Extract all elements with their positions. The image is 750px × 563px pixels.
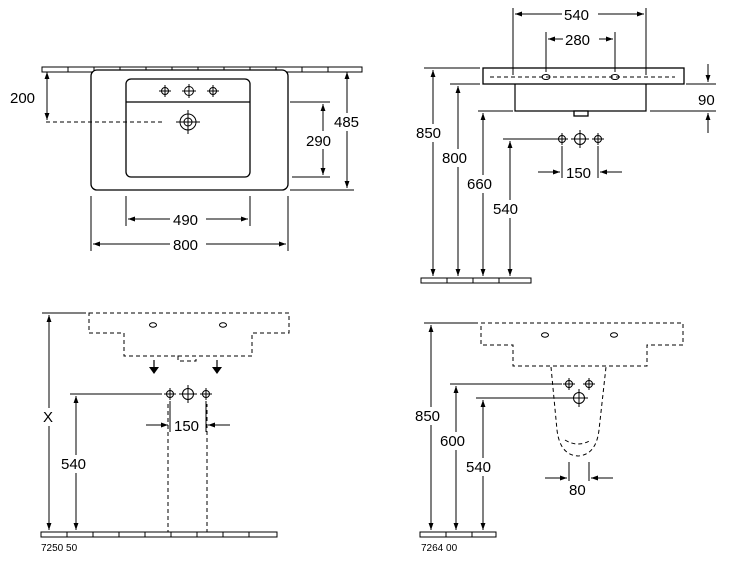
dim-540-top-label: 540 [564, 7, 589, 24]
connection-icons-bottom-left [164, 385, 212, 403]
dim-660-label: 660 [467, 176, 492, 193]
tap-hole-icons-side [541, 74, 620, 80]
dim-850-label: 850 [416, 125, 441, 142]
down-arrow-icons [149, 360, 222, 374]
installation-view-7264: 850 600 540 80 7264 00 [414, 322, 684, 554]
basin-dashed-outline-br [480, 322, 684, 367]
dim-490-label: 490 [173, 212, 198, 229]
dim-290-label: 290 [306, 133, 331, 150]
dim-90-label: 90 [698, 92, 715, 109]
elevation-view: 540 280 90 850 800 660 [415, 5, 716, 284]
dim-850-br-label: 850 [415, 408, 440, 425]
plan-view: 200 290 485 490 800 [10, 66, 365, 254]
bowl-side-outline [514, 84, 647, 112]
dim-150-label: 150 [566, 165, 591, 182]
article-code-7250: 7250 50 [41, 543, 78, 554]
dim-800-label: 800 [173, 237, 198, 254]
dim-x-label: X [43, 409, 53, 426]
dim-540-label: 540 [493, 201, 518, 218]
floor-hatch-bottom-right [419, 531, 497, 538]
floor-hatch-top-right [420, 277, 532, 284]
dim-600-label: 600 [440, 433, 465, 450]
article-code-7264: 7264 00 [421, 543, 458, 554]
basin-side-outline [482, 67, 685, 85]
basin-dashed-outline [88, 312, 290, 357]
dim-485-label: 485 [334, 114, 359, 131]
half-pedestal-outline [550, 366, 607, 457]
connection-icons-bottom-right [563, 378, 595, 407]
floor-hatch-bottom-left [40, 531, 278, 538]
installation-view-7250: X 540 150 7250 50 [40, 312, 290, 554]
tap-hole-icons [159, 84, 219, 98]
dim-800-right-label: 800 [442, 150, 467, 167]
dim-150-bl-label: 150 [174, 418, 199, 435]
drain-icon [176, 110, 200, 134]
dim-80-label: 80 [569, 482, 586, 499]
connection-icons [556, 130, 604, 148]
dim-280-label: 280 [565, 32, 590, 49]
dim-200-label: 200 [10, 90, 35, 107]
dim-540-br-label: 540 [466, 459, 491, 476]
dim-540-bl-label: 540 [61, 456, 86, 473]
